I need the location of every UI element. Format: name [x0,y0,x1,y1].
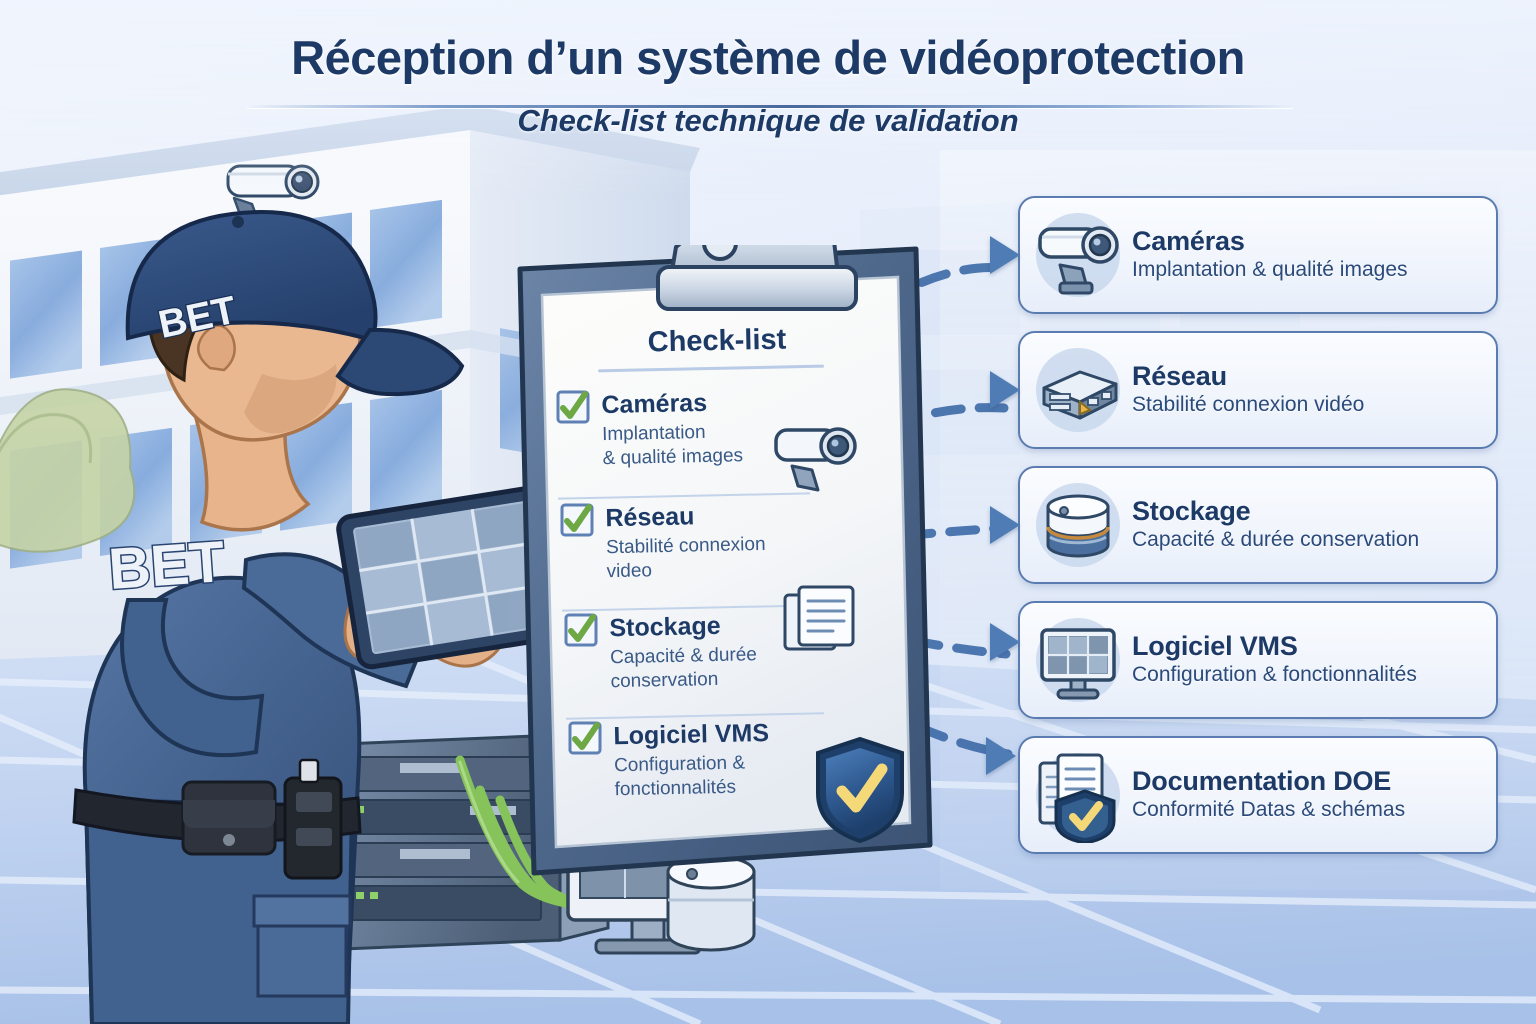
card-logiciel-vms[interactable]: Logiciel VMS Configuration & fonctionnal… [990,601,1498,719]
card-cameras-title: Caméras [1132,226,1245,257]
clipboard-separator-3 [566,712,824,720]
cap-art: BET [125,210,465,397]
card-documentation-doe-subtitle: Conformité Datas & schémas [1132,798,1406,822]
shield-check-badge-icon [816,736,904,844]
clipboard-item-1-title: Caméras [601,388,708,420]
server-rack-art [316,732,613,952]
clipboard-item-2: Réseau Stabilité connexion video [605,502,817,584]
clipboard: Check-list Caméras Implantation & qualit… [498,245,938,885]
card-cameras-subtitle: Implantation & qualité images [1132,258,1408,282]
page-header: Réception d’un système de vidéoprotectio… [0,0,1536,180]
arrow-head-3 [990,506,1020,544]
title-divider [247,105,1293,108]
network-switch-icon [1030,342,1126,438]
checklist-cards: Caméras Implantation & qualité images [986,196,1500,871]
clipboard-heading: Check-list [647,323,787,359]
checkbox-checked-icon-4[interactable] [568,721,602,755]
checkbox-checked-icon-3[interactable] [564,613,598,647]
arrow-head-2 [990,371,1020,409]
storage-drum-icon [1030,477,1126,573]
vms-monitor-icon [1030,612,1126,708]
clipboard-item-4-title: Logiciel VMS [613,719,770,751]
card-reseau-title: Réseau [1132,361,1227,392]
arrow-head-5 [986,737,1016,776]
clipboard-item-4: Logiciel VMS Configuration & fonctionnal… [613,719,830,802]
bullet-camera-icon [1030,207,1126,303]
card-stockage-title: Stockage [1132,496,1251,527]
jacket-logo-text: BET [107,529,227,602]
tablet-art [336,483,581,670]
checkbox-checked-icon-1[interactable] [556,390,590,424]
clipboard-content: Check-list Caméras Implantation & qualit… [498,245,938,885]
page-subtitle: Check-list technique de validation [517,103,1019,138]
tree-art [0,388,136,553]
page-title: Réception d’un système de vidéoprotectio… [291,31,1245,84]
clipboard-item-2-desc: Stabilité connexion video [605,533,766,582]
card-stockage-subtitle: Capacité & durée conservation [1132,528,1420,552]
card-documentation-doe-title: Documentation DOE [1132,766,1392,797]
card-cameras[interactable]: Caméras Implantation & qualité images [990,196,1498,314]
card-stockage[interactable]: Stockage Capacité & durée conservation [990,466,1498,584]
card-logiciel-vms-subtitle: Configuration & fonctionnalités [1132,663,1417,687]
card-documentation-doe[interactable]: Documentation DOE Conformité Datas & sch… [986,736,1498,854]
documents-icon [783,585,855,651]
clipboard-item-2-title: Réseau [605,502,695,533]
card-reseau-subtitle: Stabilité connexion vidéo [1132,393,1365,417]
technician-art: BET BET [72,210,581,1024]
checkbox-checked-icon-2[interactable] [560,503,594,537]
clipboard-separator-2 [562,604,818,612]
clipboard-heading-rule [597,364,825,373]
card-reseau[interactable]: Réseau Stabilité connexion vidéo [990,331,1498,449]
card-logiciel-vms-title: Logiciel VMS [1132,631,1298,662]
camera-icon [774,427,857,492]
arrow-head-4 [990,622,1020,661]
arrow-head-1 [990,236,1020,274]
documents-shield-icon [1030,747,1126,843]
clipboard-clip [656,245,858,311]
storage-unit-art [666,854,756,952]
clipboard-item-4-desc: Configuration & fonctionnalités [613,752,746,800]
